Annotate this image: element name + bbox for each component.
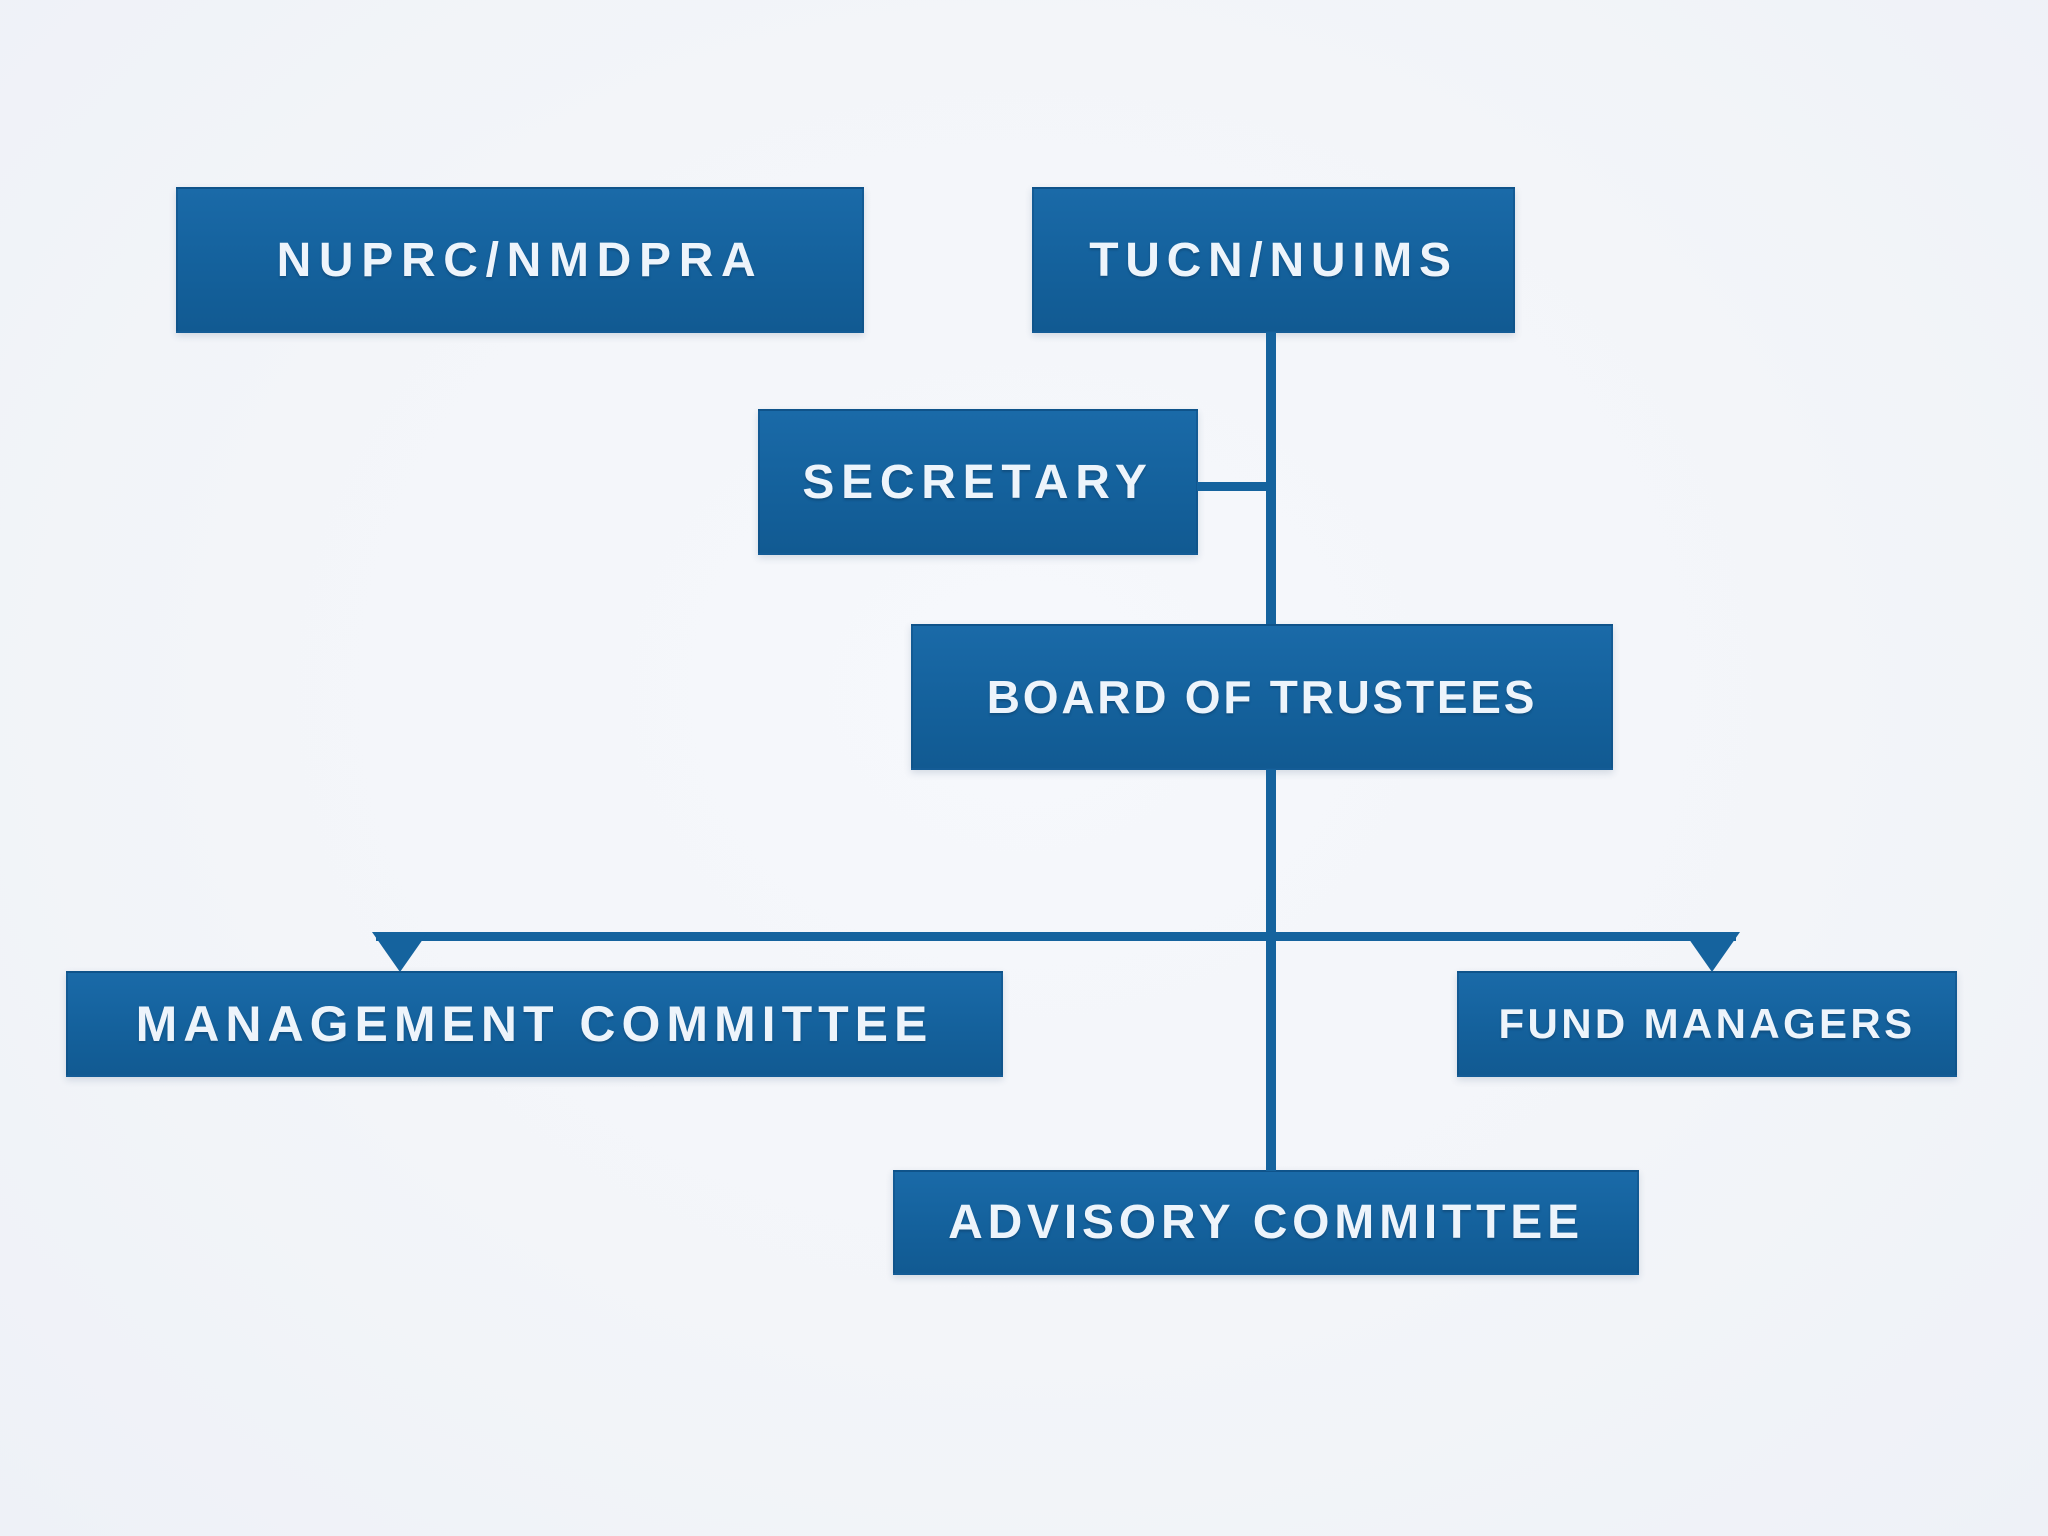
- node-tucn-nuims-label: TUCN/NUIMS: [1089, 233, 1458, 287]
- node-management-committee: MANAGEMENT COMMITTEE: [66, 971, 1003, 1077]
- connector-board-to-advisory: [1266, 769, 1276, 1171]
- node-management-committee-label: MANAGEMENT COMMITTEE: [135, 996, 934, 1052]
- arrow-down-to-fund-managers-icon: [1684, 932, 1740, 972]
- node-nuprc-nmdpra: NUPRC/NMDPRA: [176, 187, 864, 333]
- arrow-down-to-management-icon: [372, 932, 428, 972]
- connector-branch-horizontal: [376, 932, 1736, 941]
- node-nuprc-nmdpra-label: NUPRC/NMDPRA: [276, 233, 764, 287]
- node-board-of-trustees-label: BOARD OF TRUSTEES: [986, 671, 1538, 723]
- node-advisory-committee: ADVISORY COMMITTEE: [893, 1170, 1639, 1275]
- node-fund-managers: FUND MANAGERS: [1457, 971, 1957, 1077]
- node-board-of-trustees: BOARD OF TRUSTEES: [911, 624, 1613, 770]
- connector-tucn-to-board: [1266, 332, 1276, 624]
- connector-secretary-to-trunk: [1197, 482, 1269, 491]
- node-secretary-label: SECRETARY: [802, 455, 1154, 509]
- node-tucn-nuims: TUCN/NUIMS: [1032, 187, 1515, 333]
- node-advisory-committee-label: ADVISORY COMMITTEE: [948, 1196, 1584, 1249]
- node-secretary: SECRETARY: [758, 409, 1198, 555]
- node-fund-managers-label: FUND MANAGERS: [1498, 1000, 1916, 1047]
